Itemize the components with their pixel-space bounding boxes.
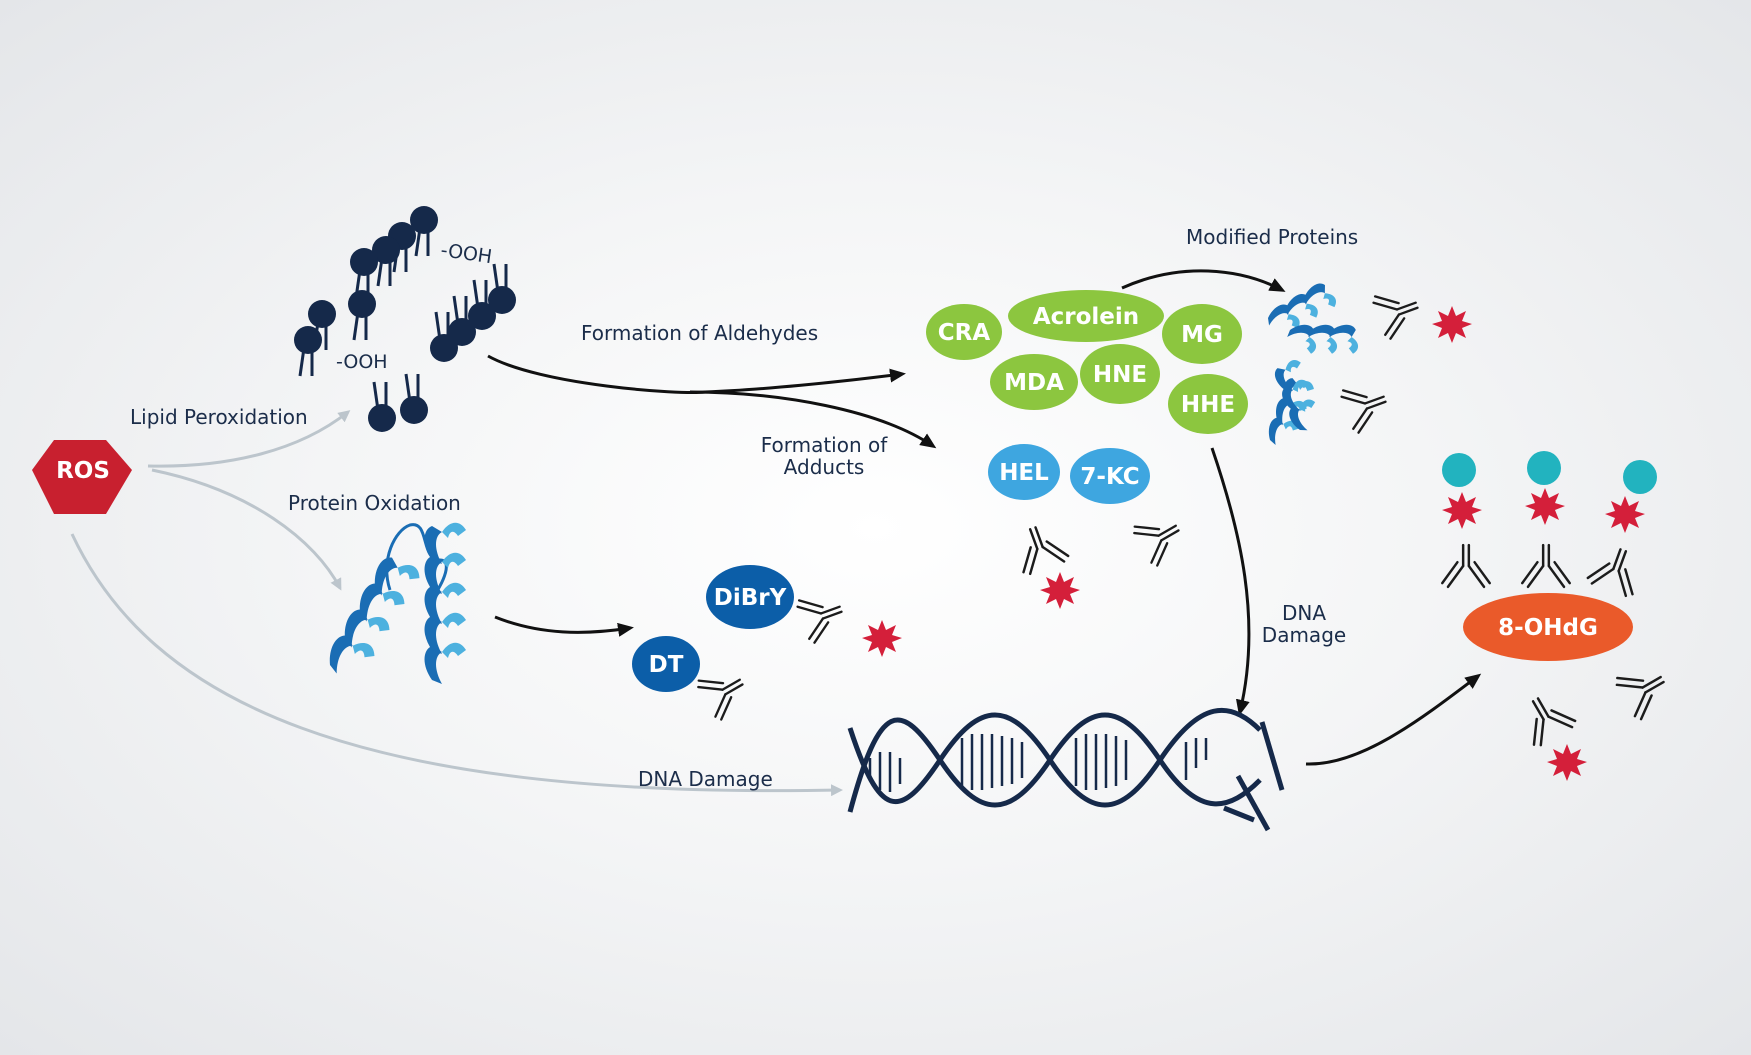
red-star-label-icon	[1605, 496, 1645, 533]
label-lipid-peroxidation: Lipid Peroxidation	[130, 405, 308, 429]
protein-helix-icon	[321, 522, 466, 686]
lipid-bilayer-icon: -OOH -OOH	[292, 204, 518, 434]
aldehyde-node-hne: HNE	[1080, 344, 1160, 404]
arrow-aldehydes-to-modified-proteins	[1121, 269, 1286, 292]
adduct-node-7kc: 7-KC	[1070, 448, 1150, 504]
modified-protein-icon-1	[1262, 279, 1359, 354]
red-star-label-icon	[1525, 488, 1565, 525]
label-modified-proteins: Modified Proteins	[1186, 225, 1358, 249]
antibody-icon	[1130, 507, 1190, 569]
aldehyde-node-acrolein: Acrolein	[1008, 290, 1164, 342]
antibody-icon	[1521, 543, 1571, 589]
label-dna-damage-right-line1: DNA	[1282, 601, 1326, 625]
antibody-icon	[1370, 282, 1426, 342]
label-protein-oxidation: Protein Oxidation	[288, 491, 461, 515]
antibody-icon	[1441, 543, 1491, 589]
arrow-ros-to-dna	[70, 533, 843, 797]
ros-label: ROS	[56, 458, 110, 484]
red-star-label-icon	[1547, 744, 1587, 781]
svg-text:Acrolein: Acrolein	[1033, 304, 1139, 330]
red-star-label-icon	[862, 620, 902, 657]
modified-protein-icon-2	[1264, 357, 1324, 451]
arrow-aldehydes-to-dna	[1210, 447, 1251, 716]
arrow-ros-to-lipid	[147, 410, 351, 468]
arrow-dna-to-8ohdg	[1305, 673, 1482, 766]
svg-text:MDA: MDA	[1004, 370, 1064, 396]
red-star-label-icon	[1442, 492, 1482, 529]
label-formation-of-adducts-line2: Adducts	[784, 455, 865, 479]
teal-dot-icon	[1442, 453, 1476, 487]
svg-text:DT: DT	[649, 652, 684, 678]
aldehyde-node-mg: MG	[1162, 304, 1242, 364]
aldehyde-node-hhe: HHE	[1168, 374, 1248, 434]
arrow-protein-to-dibry	[494, 615, 634, 637]
svg-text:HHE: HHE	[1181, 392, 1235, 418]
ros-node: ROS	[32, 440, 132, 514]
red-star-label-icon	[1040, 572, 1080, 609]
svg-text:MG: MG	[1181, 322, 1223, 348]
label-formation-of-aldehydes: Formation of Aldehydes	[581, 321, 818, 345]
8ohdg-node: 8-OHdG	[1463, 593, 1633, 661]
protein-adduct-node-dibry: DiBrY	[706, 565, 794, 629]
dna-double-helix-icon	[847, 707, 1285, 832]
antibody-icon	[1513, 686, 1579, 750]
svg-text:HNE: HNE	[1093, 362, 1147, 388]
aldehyde-node-cra: CRA	[926, 304, 1002, 360]
teal-dot-icon	[1623, 460, 1657, 494]
svg-text:DiBrY: DiBrY	[714, 585, 787, 611]
svg-text:7-KC: 7-KC	[1080, 464, 1139, 490]
antibody-icon	[694, 661, 754, 723]
arrow-ros-to-protein	[151, 468, 342, 591]
arrow-lipid-to-aldehydes	[487, 354, 906, 395]
ooh-label-top: -OOH	[439, 239, 493, 268]
aldehyde-node-mda: MDA	[990, 354, 1078, 410]
ooh-label-bottom: -OOH	[336, 351, 388, 373]
svg-text:CRA: CRA	[938, 320, 991, 346]
red-star-label-icon	[1432, 306, 1472, 343]
label-dna-damage-right-line2: Damage	[1262, 623, 1346, 647]
label-formation-of-adducts-line1: Formation of	[761, 433, 889, 457]
protein-adduct-node-dt: DT	[632, 636, 700, 692]
svg-text:HEL: HEL	[999, 460, 1049, 486]
adduct-node-hel: HEL	[988, 444, 1060, 500]
label-dna-damage-bottom: DNA Damage	[638, 767, 773, 791]
antibody-icon	[1612, 657, 1676, 723]
antibody-icon	[1009, 519, 1071, 577]
antibody-icon	[794, 586, 850, 646]
arrow-lipid-to-adducts	[689, 390, 937, 449]
antibody-icon	[1585, 541, 1647, 599]
svg-text:8-OHdG: 8-OHdG	[1498, 615, 1598, 641]
antibody-icon	[1338, 376, 1394, 436]
teal-dot-icon	[1527, 451, 1561, 485]
